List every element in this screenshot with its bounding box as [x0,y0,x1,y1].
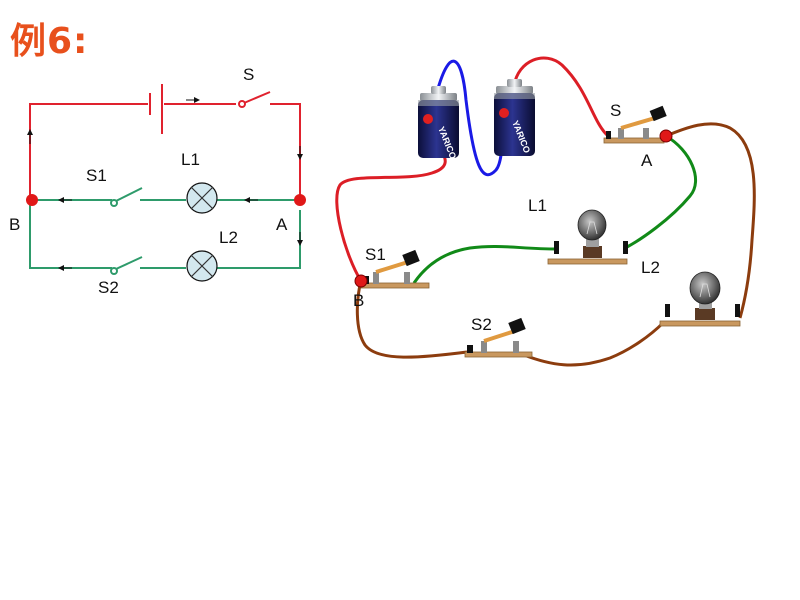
node-b [26,194,38,206]
label-s1: S1 [86,166,107,185]
label-s2: S2 [98,278,119,297]
switch-s2-physical [464,317,533,358]
battery-2: YARICO [494,79,535,156]
green-wire-a-l1 [626,134,698,249]
label-b: B [9,215,20,234]
battery-1: YARICO [418,86,459,160]
label-l2: L2 [219,228,238,247]
label-l1: L1 [181,150,200,169]
physical-label-l2: L2 [641,258,660,277]
switch-s-symbol [238,91,271,108]
schematic-diagram: S L1 S1 L2 S2 A B [9,65,306,297]
switch-s2-symbol [110,256,143,275]
physical-node-b [354,274,368,288]
switch-s-physical [603,105,667,144]
branch-l2-wire [29,200,301,269]
physical-node-a [659,129,673,143]
lamp-l1-symbol [186,182,218,214]
brown-wire-s2-l2 [523,320,666,367]
lamp-l2-physical [659,271,741,327]
lamp-l1-physical [547,209,628,265]
lamp-l2-symbol [186,250,218,282]
physical-label-s1: S1 [365,245,386,264]
physical-label-b: B [353,291,364,310]
red-wire-battery-s [512,56,609,137]
node-a [294,194,306,206]
switch-s1-symbol [110,187,143,207]
main-wire [29,103,301,200]
physical-label-l1: L1 [528,196,547,215]
brown-wire-a-l2 [665,122,756,319]
battery-symbol [149,84,163,134]
brown-wire-b-s2 [355,280,468,359]
current-arrows [27,97,303,271]
red-wire-b-battery [335,151,447,282]
label-a: A [276,215,288,234]
physical-label-a: A [641,151,653,170]
physical-label-s2: S2 [471,315,492,334]
label-s: S [243,65,254,84]
example-title: 例6: [10,21,89,62]
physical-circuit: YARICO YARICO [335,56,756,367]
physical-label-s: S [610,101,621,120]
green-wire-l1-s1 [412,244,558,284]
